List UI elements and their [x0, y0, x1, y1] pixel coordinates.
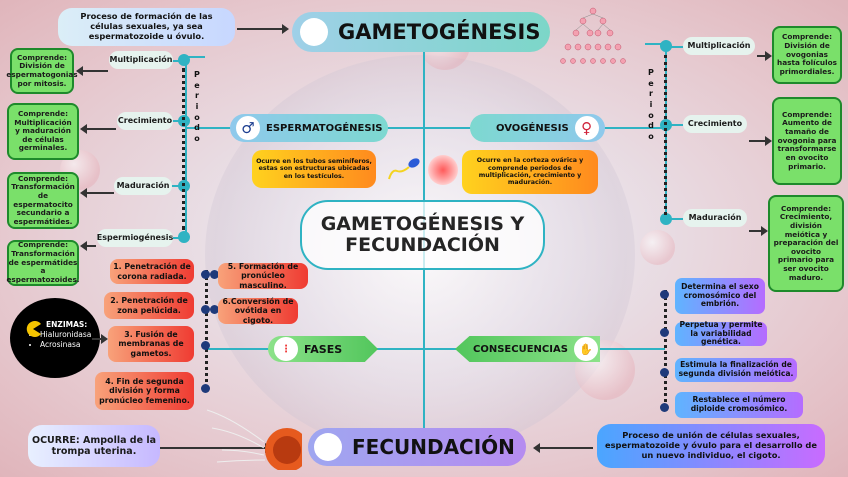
left-branch-connector [185, 56, 187, 240]
espermatogenesis-occurs: Ocurre en los tubos seminíferos, estas s… [252, 150, 376, 188]
ovo-branch [665, 218, 683, 220]
fase-dot [201, 341, 210, 350]
enzima-item: Acrosinasa [40, 340, 90, 350]
esp-periodo-label: P e r i o d o [194, 70, 200, 143]
fase-dot [210, 270, 219, 279]
center-title-line1: GAMETOGÉNESIS Y [320, 213, 525, 236]
center-title-box: GAMETOGÉNESIS Y FECUNDACIÓN [300, 200, 545, 270]
fase-3: 3. Fusión de membranas de gametos. [108, 326, 194, 362]
ovo-periodo-label: P e r i o d o [648, 68, 654, 141]
fases-left-dotted-line [205, 270, 208, 390]
banner-circle [314, 433, 342, 461]
ovo-branch [665, 124, 683, 126]
consecuencia-dot [660, 403, 669, 412]
consecuencia-dot [660, 328, 669, 337]
esp-period-maduracion: Maduración [114, 177, 172, 195]
ovo-arrow [749, 226, 768, 236]
esp-period-espermiogenesis: Espermiogénesis [97, 229, 173, 247]
fase-6: 6.Conversión de ovótida en cigoto. [218, 297, 298, 325]
fase-dot [201, 305, 210, 314]
esp-arrow [80, 241, 96, 251]
connector-node [178, 231, 190, 243]
male-symbol-icon: ♂ [236, 116, 260, 140]
fase-4: 4. Fin de segunda división y forma pronú… [95, 372, 194, 410]
fecundacion-banner: FECUNDACIÓN [308, 428, 526, 466]
ovo-arrow [757, 51, 772, 61]
fecundacion-arrow [533, 443, 593, 453]
ovo-desc-multiplicacion: Comprende: División de ovogonias hasta f… [772, 26, 842, 84]
definition-arrow [237, 24, 289, 34]
espermatogenesis-title: ESPERMATOGÉNESIS [266, 122, 383, 134]
consecuencias-title: CONSECUENCIAS [473, 343, 568, 355]
ovogenesis-occurs: Ocurre en la corteza ovárica y comprende… [462, 150, 598, 194]
ovo-arrow [749, 136, 772, 146]
consecuencia-dot [660, 368, 669, 377]
connector-node [660, 213, 672, 225]
consecuencia-3: Estimula la finalización de segunda divi… [675, 358, 797, 382]
enzimas-circle: ENZIMAS: Hialuronidasa Acrosinasa [10, 298, 100, 378]
consecuencia-2: Perpetua y permite la variabilidad genét… [675, 320, 767, 346]
handshake-icon: ✋ [573, 337, 598, 361]
esp-arrow [80, 124, 116, 134]
sperm-icon [388, 155, 423, 185]
ovo-period-crecimiento: Crecimiento [683, 115, 747, 133]
fase-dot [201, 384, 210, 393]
connector-node [178, 54, 190, 66]
ovogenesis-banner: OVOGÉNESIS ♀ [470, 114, 605, 142]
background-bubble [640, 230, 675, 265]
esp-desc-multiplicacion: Comprende: División de espermatogonias p… [6, 48, 78, 94]
pacman-icon [26, 321, 41, 337]
gametogenesis-definition: Proceso de formación de las células sexu… [58, 8, 235, 46]
esp-arrow [76, 66, 108, 76]
esp-period-crecimiento: Crecimiento [117, 112, 173, 130]
esp-desc-maduracion: Comprende: Transformación de espermatoci… [7, 172, 79, 229]
esp-desc-espermiogenesis: Comprende: Transformación de espermátide… [6, 240, 80, 286]
ovo-branch [665, 46, 683, 48]
ovogenesis-title: OVOGÉNESIS [496, 122, 569, 134]
esp-arrow [80, 188, 114, 198]
ocurre-fecundacion: OCURRE: Ampolla de la trompa uterina. [28, 425, 160, 467]
left-top-connector [185, 56, 205, 58]
consecuencias-banner: CONSECUENCIAS ✋ [455, 336, 600, 362]
egg-sperm-illustration [202, 400, 309, 472]
fase-2: 2. Penetración de zona pelúcida. [104, 292, 194, 319]
consecuencia-1: Determina el sexo cromosómico del embrió… [675, 278, 765, 314]
ovo-period-maduracion: Maduración [683, 209, 747, 227]
ovo-periodo-dotted-line [664, 55, 667, 215]
right-top-connector [645, 43, 667, 45]
fecundacion-definition: Proceso de unión de células sexuales, es… [597, 424, 825, 468]
center-horizontal-connector [185, 127, 665, 129]
esp-desc-crecimiento: Comprende: Multiplicación y maduración d… [7, 103, 79, 160]
ovo-desc-maduracion: Comprende: Crecimiento, división meiótic… [768, 195, 844, 292]
fase-dot [201, 270, 210, 279]
consecuencias-dotted-line [664, 290, 667, 410]
fecundacion-title: FECUNDACIÓN [352, 435, 515, 459]
meiosis-diagram-image [548, 5, 638, 77]
esp-periodo-dotted-line [182, 68, 185, 230]
enzimas-arrow [92, 334, 108, 344]
consecuencia-4: Restablece el número diploide cromosómic… [675, 392, 803, 418]
ovo-period-multiplicacion: Multiplicación [683, 37, 755, 55]
banner-circle [300, 18, 328, 46]
consecuencia-dot [660, 290, 669, 299]
fases-connector [205, 348, 665, 350]
connector-node [660, 40, 672, 52]
enzimas-title: ENZIMAS: [46, 320, 88, 329]
fases-title: FASES [304, 342, 343, 356]
fase-1: 1. Penetración de corona radiada. [110, 259, 194, 284]
gametogenesis-title: GAMETOGÉNESIS [338, 20, 541, 44]
enzima-item: Hialuronidasa [40, 330, 91, 340]
gametogenesis-banner: GAMETOGÉNESIS [292, 12, 550, 52]
espermatogenesis-banner: ♂ ESPERMATOGÉNESIS [230, 114, 388, 142]
fase-5: 5. Formación de pronúcleo masculino. [218, 262, 308, 290]
traffic-light-icon: ⋮ [274, 337, 298, 361]
ovo-desc-crecimiento: Comprende: Aumento de tamaño de ovogonia… [772, 97, 842, 185]
fase-dot [210, 305, 219, 314]
ovum-icon [428, 155, 458, 185]
female-symbol-icon: ♀ [574, 116, 599, 140]
fases-banner: ⋮ FASES [268, 336, 378, 362]
center-title-line2: FECUNDACIÓN [345, 234, 500, 256]
esp-period-multiplicacion: Multiplicación [109, 51, 173, 69]
